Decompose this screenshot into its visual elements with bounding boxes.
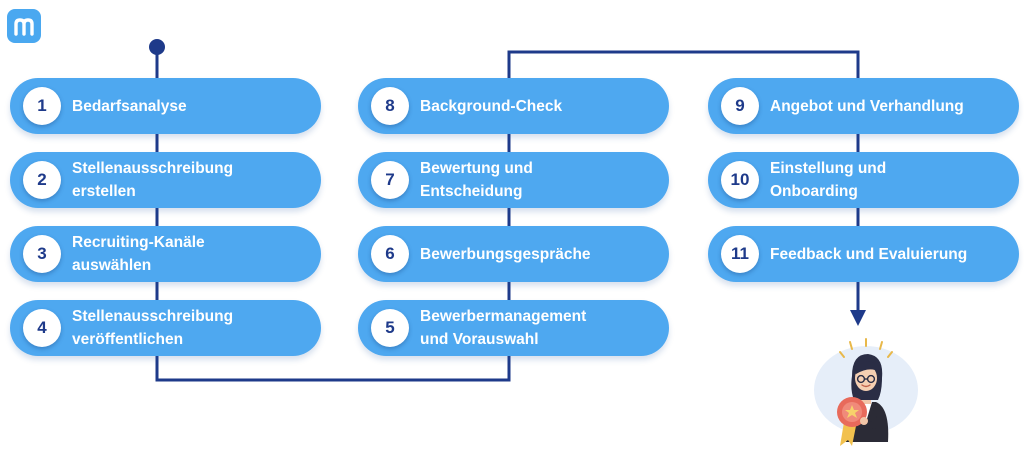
step-label: Angebot und Verhandlung (770, 97, 964, 115)
step-label: Stellenausschreibung veröffentlichen (72, 308, 234, 348)
woman-with-award-medal-icon (814, 338, 918, 446)
step-label: Feedback und Evaluierung (770, 245, 968, 263)
step-6: 6 Bewerbungsgespräche (358, 226, 669, 282)
step-7: 7 Bewertung und Entscheidung (358, 152, 669, 208)
step-number: 4 (23, 309, 61, 347)
step-number: 7 (371, 161, 409, 199)
step-10: 10 Einstellung und Onboarding (708, 152, 1019, 208)
brand-logo (7, 9, 41, 43)
step-label: Bewertung und Entscheidung (420, 160, 533, 200)
step-label: Einstellung und Onboarding (770, 160, 887, 200)
step-number: 3 (23, 235, 61, 273)
step-number: 5 (371, 309, 409, 347)
step-number: 6 (371, 235, 409, 273)
step-11: 11 Feedback und Evaluierung (708, 226, 1019, 282)
step-8: 8 Background-Check (358, 78, 669, 134)
step-9: 9 Angebot und Verhandlung (708, 78, 1019, 134)
step-3: 3 Recruiting-Kanäle auswählen (10, 226, 321, 282)
step-number: 9 (721, 87, 759, 125)
step-label: Background-Check (420, 97, 563, 115)
step-2: 2 Stellenausschreibung erstellen (10, 152, 321, 208)
step-1: 1 Bedarfsanalyse (10, 78, 321, 134)
step-4: 4 Stellenausschreibung veröffentlichen (10, 300, 321, 356)
step-label: Bewerbungsgespräche (420, 245, 591, 263)
step-number: 2 (23, 161, 61, 199)
step-label: Stellenausschreibung erstellen (72, 160, 234, 200)
step-number: 11 (721, 235, 759, 273)
step-number: 1 (23, 87, 61, 125)
step-label: Recruiting-Kanäle auswählen (72, 234, 205, 274)
step-number: 10 (721, 161, 759, 199)
step-label: Bewerbermanagement und Vorauswahl (420, 308, 587, 348)
step-number: 8 (371, 87, 409, 125)
step-5: 5 Bewerbermanagement und Vorauswahl (358, 300, 669, 356)
step-label: Bedarfsanalyse (72, 97, 187, 115)
